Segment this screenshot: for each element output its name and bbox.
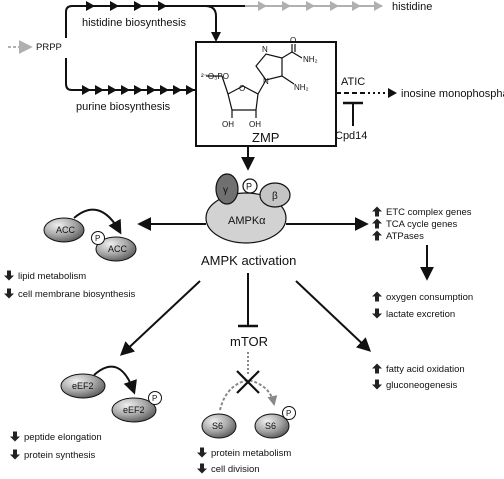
amine-nh2-label: NH₂ bbox=[294, 83, 309, 92]
mito.effects-effect-1: TCA cycle genes bbox=[386, 219, 458, 230]
phospho-acc-label: ACC bbox=[108, 244, 128, 254]
down-arrow-icon bbox=[372, 308, 382, 319]
atic-arrowhead bbox=[388, 88, 397, 98]
mtor-label: mTOR bbox=[230, 334, 268, 349]
ampk-activation-label: AMPK activation bbox=[201, 253, 296, 268]
imidazole-ring bbox=[255, 53, 283, 81]
ampk-beta-label: β bbox=[272, 191, 278, 202]
acc-group: ACC ACC P bbox=[43, 208, 137, 262]
down-arrow-icon bbox=[4, 288, 14, 299]
prpp-to-purine-line bbox=[65, 58, 73, 91]
down-arrow-icon bbox=[372, 379, 382, 390]
eef2-phospho-label: P bbox=[152, 394, 157, 403]
mito.effects-effect-0: ETC complex genes bbox=[386, 207, 472, 218]
down-arrow-icon bbox=[197, 447, 207, 458]
ampk-alpha-subunit bbox=[205, 192, 287, 244]
ampk-gamma-subunit bbox=[215, 173, 239, 205]
eef2-label: eEF2 bbox=[72, 381, 94, 391]
histidine-biosynthesis-label: histidine biosynthesis bbox=[82, 17, 186, 29]
cpd14-label: Cpd14 bbox=[335, 130, 367, 142]
s6-phospho-label: P bbox=[286, 409, 291, 418]
s6-group: S6 S6 P bbox=[201, 406, 296, 439]
mito.downstream-effect-1: lactate excretion bbox=[386, 309, 455, 320]
down-arrow-icon bbox=[10, 431, 20, 442]
down-arrow-icon bbox=[10, 449, 20, 460]
purine-step-arrows bbox=[72, 85, 196, 95]
fa.effects-effect-0: fatty acid oxidation bbox=[386, 364, 465, 375]
prpp-label: PRPP bbox=[36, 42, 62, 53]
histidine-step-arrows bbox=[72, 1, 383, 11]
ampk-gamma-label: γ bbox=[223, 185, 228, 196]
ribose-oxygen-label: O bbox=[239, 84, 245, 93]
down-arrow-icon bbox=[197, 463, 207, 474]
acc-phospho-badge bbox=[91, 231, 105, 245]
atic-label: ATIC bbox=[341, 76, 365, 88]
n2-label: N bbox=[262, 45, 268, 54]
carbonyl-o-label: O bbox=[290, 36, 296, 45]
prpp-to-histidine-line bbox=[65, 5, 73, 38]
ribose-ring bbox=[227, 85, 259, 111]
oh1-label: OH bbox=[222, 120, 234, 129]
mtor.effects-effect-1: cell division bbox=[211, 464, 260, 475]
effects-layer: lipid metabolism cell membrane biosynthes… bbox=[4, 206, 473, 475]
ampk-beta-subunit bbox=[259, 182, 291, 208]
histidine-label: histidine bbox=[392, 1, 432, 13]
phospho-eef2-protein bbox=[111, 397, 157, 423]
fa.effects-effect-1: gluconeogenesis bbox=[386, 380, 458, 391]
s6-phospho-badge bbox=[282, 406, 296, 420]
zmp-label: ZMP bbox=[252, 130, 279, 145]
acc-protein bbox=[43, 217, 85, 243]
up-arrow-icon bbox=[372, 291, 382, 302]
inosine-monophosphate-label: inosine monophosphate bbox=[401, 88, 504, 100]
n1-label: N bbox=[263, 77, 269, 86]
mtor.effects-effect-0: protein metabolism bbox=[211, 448, 291, 459]
histidine-to-zmp-arrowhead bbox=[211, 32, 221, 42]
histidine-to-zmp-line bbox=[192, 5, 217, 34]
acc-phospho-label: P bbox=[95, 234, 100, 243]
acc.effects-effect-1: cell membrane biosynthesis bbox=[18, 289, 135, 300]
eef2.effects-effect-0: peptide elongation bbox=[24, 432, 102, 443]
prpp-node: PRPP bbox=[8, 40, 62, 54]
phospho-eef2-label: eEF2 bbox=[123, 405, 145, 415]
ampk-phospho-badge bbox=[242, 178, 258, 194]
acc-phosphorylation-arrow bbox=[73, 208, 122, 235]
s6-protein bbox=[201, 413, 237, 439]
eef2.effects-effect-1: protein synthesis bbox=[24, 450, 96, 461]
ampk-phospho-label: P bbox=[246, 182, 252, 192]
ampk-to-eef2-arrow bbox=[119, 280, 201, 356]
phospho-s6-label: S6 bbox=[265, 421, 276, 431]
s6-label: S6 bbox=[212, 421, 223, 431]
eef2-group: eEF2 eEF2 P bbox=[60, 365, 162, 423]
ampk-complex: P γ β AMPKα bbox=[205, 173, 291, 244]
purine-biosynthesis-label: purine biosynthesis bbox=[76, 101, 171, 113]
ampk-to-fa-arrow bbox=[295, 280, 372, 352]
mito.effects-effect-2: ATPases bbox=[386, 231, 424, 242]
up-arrow-icon bbox=[372, 218, 382, 229]
oh2-label: OH bbox=[249, 120, 261, 129]
eef2-phosphorylation-arrow bbox=[93, 365, 137, 395]
eef2-protein bbox=[60, 373, 106, 399]
up-arrow-icon bbox=[372, 206, 382, 217]
up-arrow-icon bbox=[372, 230, 382, 241]
phosphate-label: ²⁻O₃PO bbox=[201, 72, 229, 81]
mito.downstream-effect-0: oxygen consumption bbox=[386, 292, 473, 303]
acc-label: ACC bbox=[56, 225, 76, 235]
phospho-acc-protein bbox=[95, 236, 137, 262]
block-cross-b bbox=[236, 370, 260, 394]
amide-nh2-label: NH₂ bbox=[303, 55, 318, 64]
phospho-s6-protein bbox=[254, 413, 290, 439]
eef2-phospho-badge bbox=[148, 391, 162, 405]
zmp-box: ²⁻O₃PO O N N O NH₂ NH₂ OH OH ZMP bbox=[195, 36, 337, 147]
ampk-alpha-label: AMPKα bbox=[228, 215, 266, 227]
down-arrow-icon bbox=[4, 270, 14, 281]
s6-phosphorylation-arrow bbox=[219, 378, 278, 411]
up-arrow-icon bbox=[372, 363, 382, 374]
acc.effects-effect-0: lipid metabolism bbox=[18, 271, 86, 282]
